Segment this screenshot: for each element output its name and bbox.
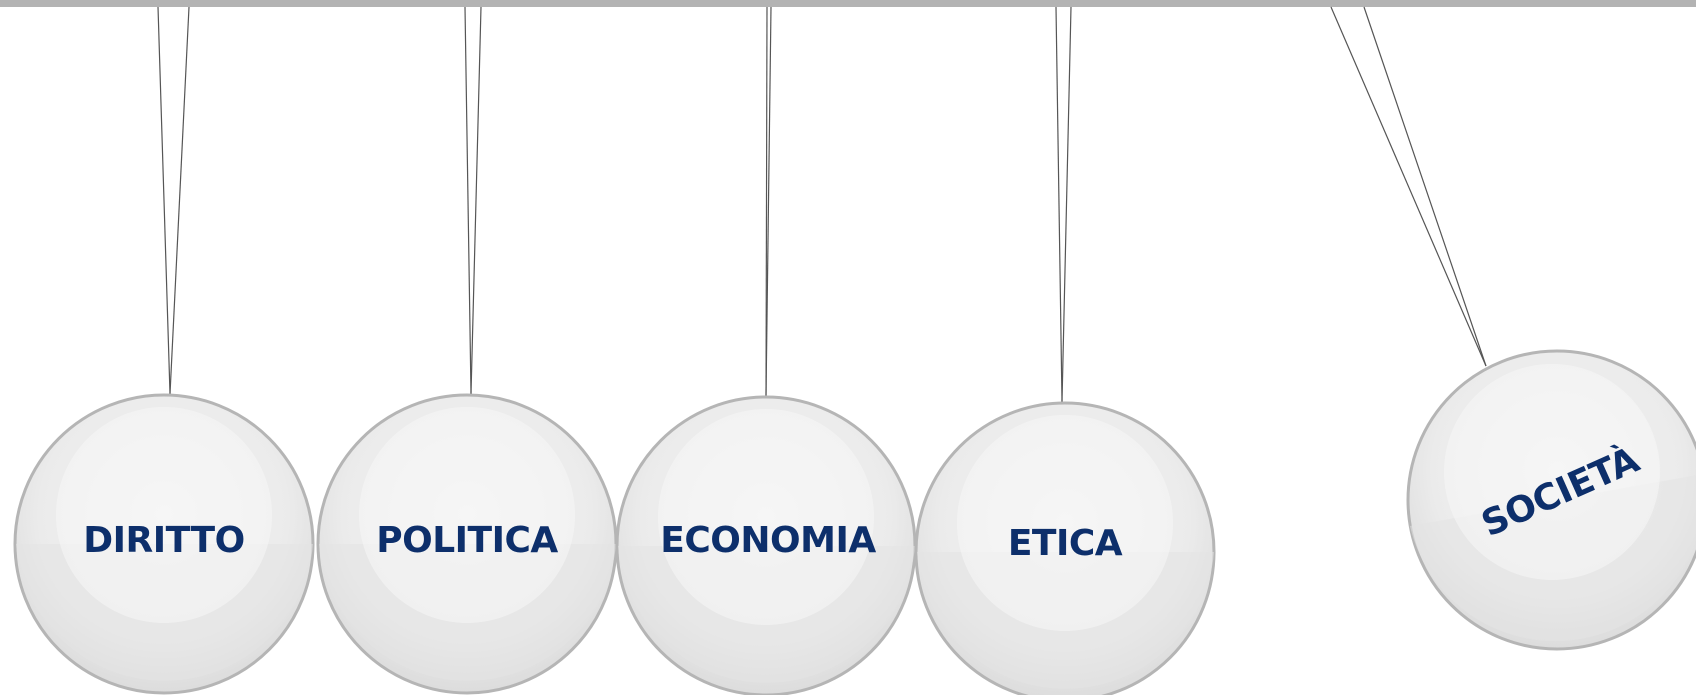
string-economia-right xyxy=(765,6,772,397)
ball-label-politica: POLITICA xyxy=(376,520,558,561)
string-diritto-left xyxy=(157,6,171,395)
string-societa-left xyxy=(1330,6,1487,367)
ball-highlight xyxy=(957,415,1173,631)
string-diritto-right xyxy=(169,6,190,395)
string-etica-right xyxy=(1061,6,1072,403)
ball-etica: ETICA xyxy=(914,401,1216,695)
string-politica-left xyxy=(464,6,472,395)
ball-label-etica: ETICA xyxy=(1008,523,1123,564)
top-bar xyxy=(0,0,1696,7)
string-politica-right xyxy=(470,6,482,395)
ball-highlight xyxy=(658,409,874,625)
ball-economia: ECONOMIA xyxy=(615,395,917,695)
ball-highlight xyxy=(1444,364,1660,580)
string-societa-right xyxy=(1363,6,1487,367)
ball-highlight xyxy=(56,407,272,623)
ball-diritto: DIRITTO xyxy=(13,393,315,695)
ball-label-diritto: DIRITTO xyxy=(83,520,244,561)
string-etica-left xyxy=(1055,6,1063,403)
ball-societa: SOCIETÀ xyxy=(1406,349,1696,651)
ball-label-economia: ECONOMIA xyxy=(660,520,876,561)
ball-politica: POLITICA xyxy=(316,393,618,695)
string-economia-left xyxy=(765,6,768,397)
strings xyxy=(157,6,1487,403)
ball-highlight xyxy=(359,407,575,623)
